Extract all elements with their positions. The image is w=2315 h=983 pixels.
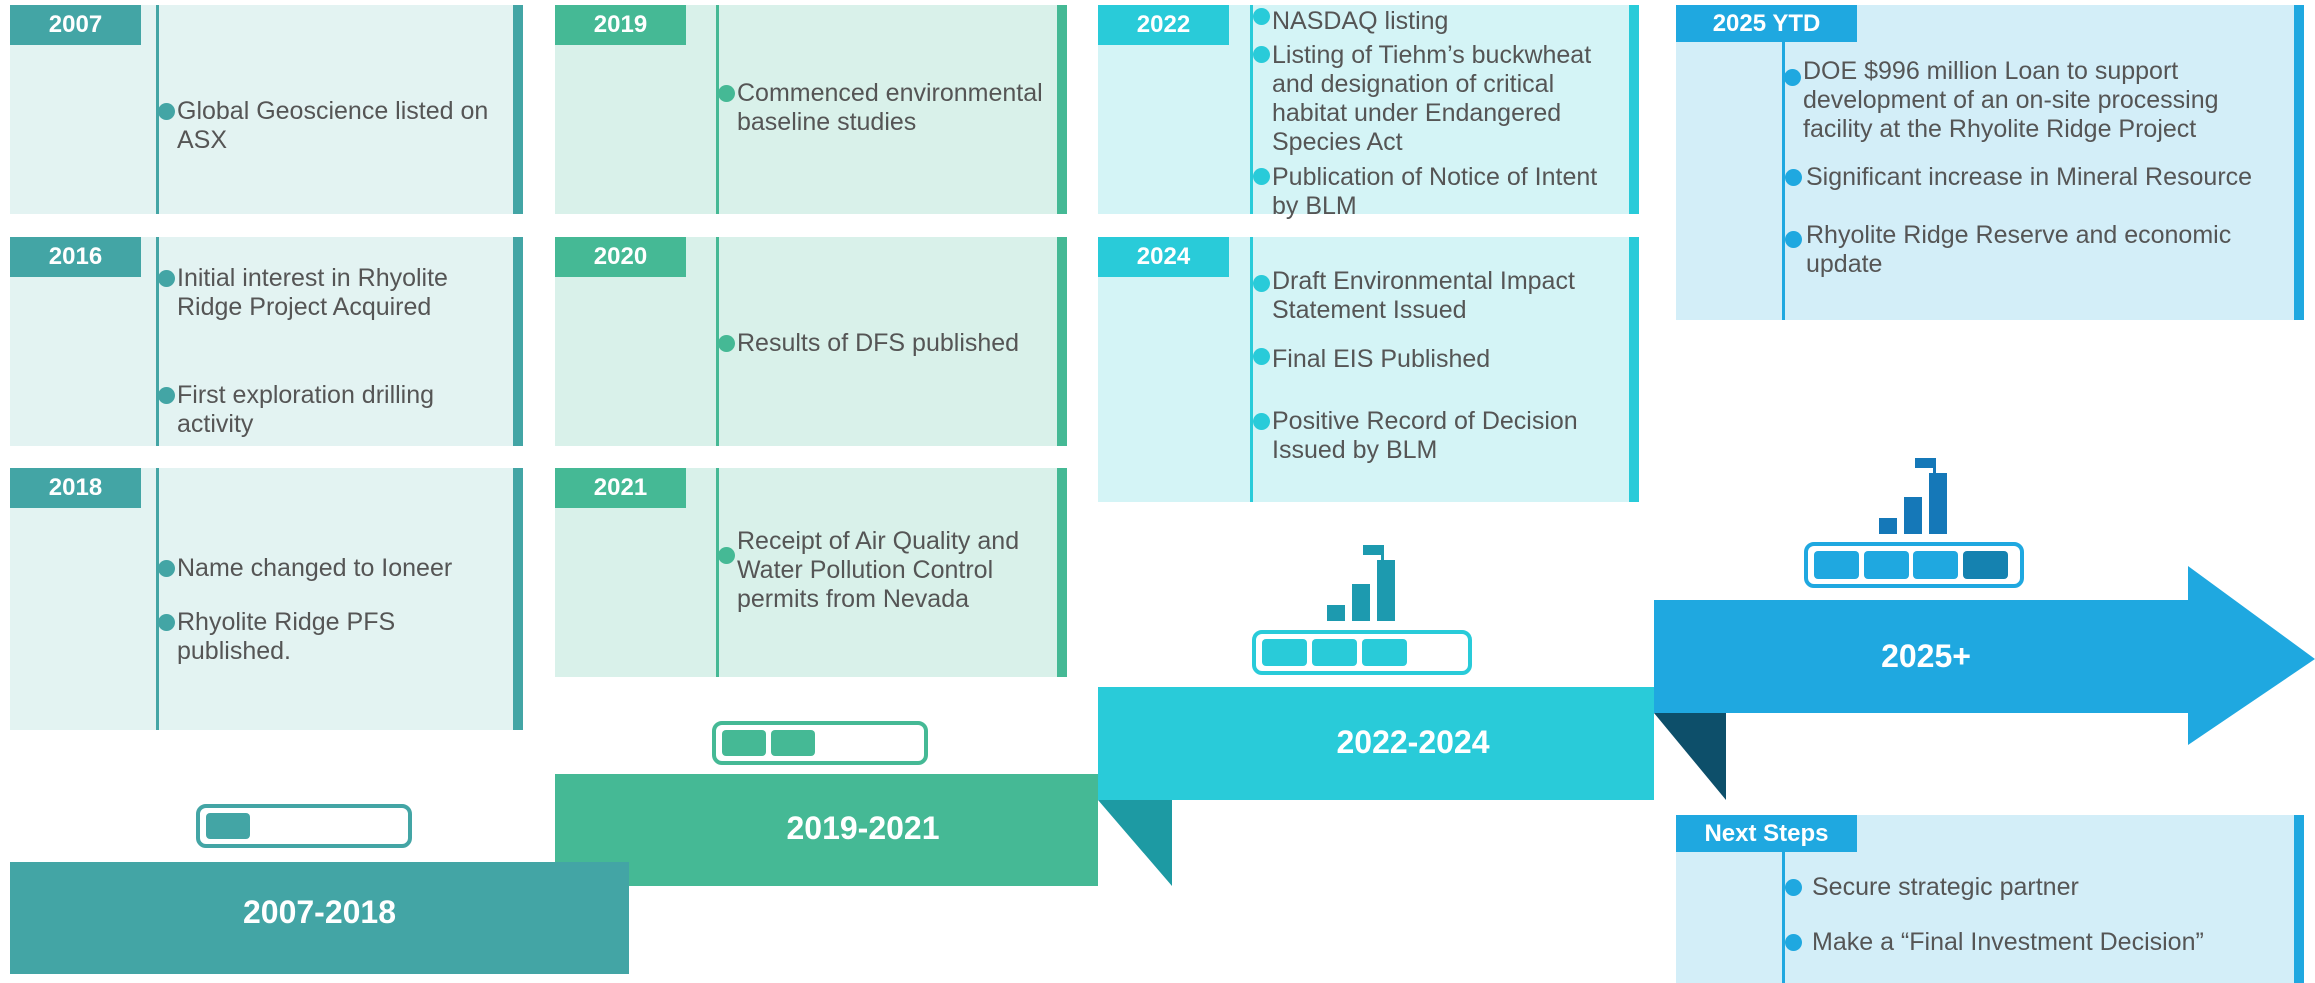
- year-tag: 2019: [555, 5, 686, 45]
- bullet-dot: [1253, 168, 1270, 185]
- year-tag: 2018: [10, 468, 141, 508]
- list-item: Significant increase in Mineral Resource: [1785, 163, 2296, 192]
- list-item: NASDAQ listing: [1253, 7, 1627, 36]
- bullet-dot: [1784, 69, 1801, 86]
- bullet-dot: [1785, 169, 1802, 186]
- milestone-card-2018: 2018 Name changed to Ioneer Rhyolite Rid…: [10, 468, 523, 730]
- milestone-card-2021: 2021 Receipt of Air Quality and Water Po…: [555, 468, 1067, 677]
- bullet-dot: [158, 103, 175, 120]
- list-item: Rhyolite Ridge Reserve and economic upda…: [1785, 221, 2296, 279]
- milestone-card-2024: 2024 Draft Environmental Impact Statemen…: [1098, 237, 1639, 502]
- year-tag: 2022: [1098, 5, 1229, 45]
- list-item: Positive Record of Decision Issued by BL…: [1253, 407, 1627, 465]
- milestone-card-2020: 2020 Results of DFS published: [555, 237, 1067, 446]
- phase-label-2007-2018: 2007-2018: [242, 894, 397, 930]
- bullet-dot: [1785, 934, 1802, 951]
- bullet-dot: [158, 387, 175, 404]
- list-item: Final EIS Published: [1253, 345, 1627, 374]
- phase-2022-2024-ribbon: [1098, 687, 1654, 800]
- bullet-dot: [718, 85, 735, 102]
- phase-2025-arrow: [1654, 566, 2315, 745]
- progress-bar-2022-2024: [1252, 630, 1472, 675]
- phase-2025-fold: [1654, 713, 1726, 800]
- next-steps-tag: Next Steps: [1676, 815, 1857, 852]
- growth-chart-icon-2025: [1879, 458, 1947, 534]
- bullet-dot: [718, 547, 735, 564]
- bullet-dot: [1785, 231, 1802, 248]
- milestone-card-2025-ytd: 2025 YTD DOE $996 million Loan to suppor…: [1676, 5, 2304, 320]
- phase-label-2022-2024: 2022-2024: [1336, 724, 1490, 760]
- phase-2022-2024-fold: [1098, 800, 1172, 886]
- list-item: Initial interest in Rhyolite Ridge Proje…: [158, 264, 507, 322]
- bullet-dot: [1253, 8, 1270, 25]
- bullet-dot: [1253, 46, 1270, 63]
- progress-bar-2025: [1804, 542, 2024, 588]
- bullet-dot: [1253, 413, 1270, 430]
- bullet-dot: [1785, 879, 1802, 896]
- milestone-card-2019: 2019 Commenced environmental baseline st…: [555, 5, 1067, 214]
- milestone-card-2007: 2007 Global Geoscience listed on ASX: [10, 5, 523, 214]
- list-item: Rhyolite Ridge PFS published.: [158, 608, 507, 666]
- list-item: First exploration drilling activity: [158, 381, 507, 439]
- bullet-dot: [158, 614, 175, 631]
- progress-bar-2019-2021: [712, 721, 928, 765]
- bullet-dot: [158, 560, 175, 577]
- list-item: Publication of Notice of Intent by BLM: [1253, 163, 1627, 221]
- bullet-dot: [158, 270, 175, 287]
- year-tag: 2024: [1098, 237, 1229, 277]
- year-tag: 2021: [555, 468, 686, 508]
- year-tag: 2016: [10, 237, 141, 277]
- year-tag: 2020: [555, 237, 686, 277]
- list-item: Name changed to Ioneer: [158, 554, 507, 583]
- list-item: Commenced environmental baseline studies: [718, 79, 1057, 137]
- list-item: Receipt of Air Quality and Water Polluti…: [718, 527, 1057, 614]
- milestone-card-2022: 2022 NASDAQ listing Listing of Tiehm’s b…: [1098, 5, 1639, 220]
- list-item: Secure strategic partner: [1785, 873, 2292, 902]
- milestone-card-2016: 2016 Initial interest in Rhyolite Ridge …: [10, 237, 523, 446]
- bullet-dot: [718, 335, 735, 352]
- year-tag: 2025 YTD: [1676, 5, 1857, 42]
- growth-chart-icon-2022: [1327, 545, 1395, 621]
- phase-label-2019-2021: 2019-2021: [786, 810, 940, 846]
- phase-label-2025-plus: 2025+: [1881, 638, 1971, 674]
- list-item: Global Geoscience listed on ASX: [158, 97, 507, 155]
- list-item: Make a “Final Investment Decision”: [1785, 928, 2292, 957]
- next-steps-card: Next Steps Secure strategic partner Make…: [1676, 815, 2304, 983]
- bullet-dot: [1253, 275, 1270, 292]
- bullet-dot: [1253, 348, 1270, 365]
- list-item: DOE $996 million Loan to support develop…: [1784, 57, 2293, 144]
- list-item: Draft Environmental Impact Statement Iss…: [1253, 267, 1627, 325]
- list-item: Results of DFS published: [718, 329, 1057, 358]
- phase-2007-2018-ribbon: [10, 862, 629, 974]
- year-tag: 2007: [10, 5, 141, 45]
- progress-bar-2007-2018: [196, 804, 412, 848]
- list-item: Listing of Tiehm’s buckwheat and designa…: [1253, 41, 1627, 157]
- phase-2019-2021-ribbon: [555, 774, 1098, 886]
